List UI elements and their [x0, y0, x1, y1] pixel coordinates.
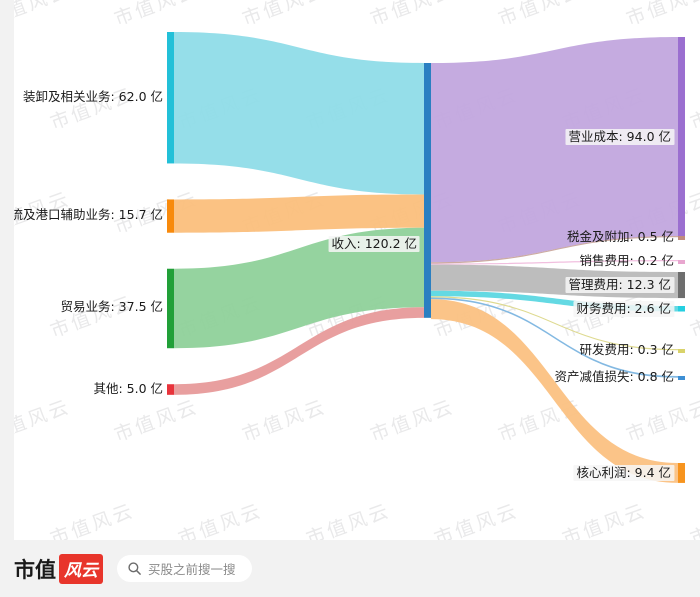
search-placeholder-text: 买股之前搜一搜	[148, 562, 236, 577]
node-label-impairment: 资产减值损失: 0.8 亿	[554, 369, 674, 384]
sankey-link	[431, 260, 678, 265]
sankey-chart-card: 市值风云市值风云市值风云市值风云市值风云市值风云市值风云市值风云市值风云市值风云…	[14, 0, 700, 540]
sankey-node-impairment[interactable]	[678, 376, 685, 380]
sankey-node-fin_exp[interactable]	[678, 306, 685, 312]
brand-logo: 市值 风云	[14, 553, 103, 584]
search-icon	[127, 561, 142, 576]
sankey-node-loading[interactable]	[167, 32, 174, 164]
node-label-tax: 税金及附加: 0.5 亿	[566, 229, 674, 244]
sankey-node-other[interactable]	[167, 384, 174, 395]
sankey-link	[174, 227, 424, 349]
sankey-node-logistics[interactable]	[167, 199, 174, 233]
node-label-revenue: 收入: 120.2 亿	[328, 236, 420, 253]
sankey-node-tax[interactable]	[678, 236, 685, 240]
node-label-cost: 营业成本: 94.0 亿	[565, 128, 674, 145]
node-label-rd_exp: 研发费用: 0.3 亿	[579, 342, 674, 357]
node-label-logistics: 物流及港口辅助业务: 15.7 亿	[14, 207, 163, 223]
node-label-admin_exp: 管理费用: 12.3 亿	[565, 277, 674, 294]
sankey-node-sales_exp[interactable]	[678, 260, 685, 264]
sankey-link	[431, 236, 678, 264]
node-label-sales_exp: 销售费用: 0.2 亿	[579, 253, 674, 268]
sankey-link	[431, 299, 678, 483]
sankey-node-admin_exp[interactable]	[678, 272, 685, 299]
sankey-node-revenue[interactable]	[424, 63, 431, 318]
node-label-other: 其他: 5.0 亿	[93, 380, 163, 396]
sankey-link	[431, 296, 678, 351]
node-label-fin_exp: 财务费用: 2.6 亿	[573, 300, 674, 317]
node-label-loading: 装卸及相关业务: 62.0 亿	[23, 88, 163, 104]
sankey-node-profit[interactable]	[678, 463, 685, 483]
sankey-link	[431, 37, 678, 263]
sankey-nodes	[167, 32, 685, 483]
sankey-node-trade[interactable]	[167, 268, 174, 349]
sankey-link	[174, 194, 424, 233]
brand-name-text: 市值	[14, 557, 56, 582]
sankey-link	[174, 32, 424, 195]
sankey-node-cost[interactable]	[678, 37, 685, 237]
sankey-link	[431, 297, 678, 378]
sankey-link	[174, 307, 424, 395]
brand-badge: 风云	[59, 553, 103, 584]
node-label-trade: 贸易业务: 37.5 亿	[60, 299, 164, 315]
search-box[interactable]: 买股之前搜一搜	[117, 555, 252, 582]
node-label-profit: 核心利润: 9.4 亿	[573, 464, 674, 481]
sankey-node-rd_exp[interactable]	[678, 349, 685, 353]
footer-bar: 市值 风云 买股之前搜一搜	[0, 540, 700, 597]
sankey-diagram	[167, 32, 685, 483]
